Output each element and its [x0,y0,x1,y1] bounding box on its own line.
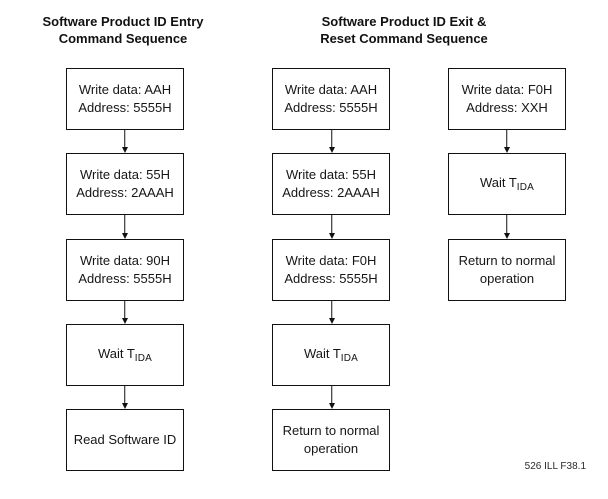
box-text-line1: Read Software ID [73,432,177,447]
box-text-line2: operation [303,441,359,456]
exit-step3-box: Write data: F0H Address: 5555H [272,239,390,301]
box-text-line2: operation [479,271,535,286]
wait-label: Wait T [479,175,517,190]
wait-subscript: IDA [516,182,535,193]
wait-label: Wait T [97,346,135,361]
box-text-line2: Address: 5555H [284,271,378,286]
wait-label: Wait T [303,346,341,361]
exit-step1-box: Write data: AAH Address: 5555H [272,68,390,130]
down-arrow-icon [327,215,336,239]
down-arrow-icon [502,130,511,153]
box-text-line1: Wait TIDA [480,174,534,194]
exit-title-line1: Software Product ID Exit & [321,14,487,29]
wait-subscript: IDA [134,353,153,364]
box-text-line2: Address: 2AAAH [76,185,174,200]
exit-reset-sequence-title: Software Product ID Exit & Reset Command… [293,13,515,47]
entry-step2-box: Write data: 55H Address: 2AAAH [66,153,184,215]
entry-sequence-title: Software Product ID Entry Command Sequen… [12,13,234,47]
box-text-line2: Address: 2AAAH [282,185,380,200]
entry-read-id-box: Read Software ID [66,409,184,471]
box-text-line1: Write data: AAH [78,82,172,97]
box-text-line1: Write data: 55H [79,167,171,182]
entry-wait-box: Wait TIDA [66,324,184,386]
box-text-line1: Write data: F0H [461,82,553,97]
down-arrow-icon [120,130,129,153]
exit-step2-box: Write data: 55H Address: 2AAAH [272,153,390,215]
box-text-line1: Write data: 55H [285,167,377,182]
down-arrow-icon [327,301,336,324]
box-text-line1: Wait TIDA [304,345,358,365]
entry-title-line2: Command Sequence [58,31,188,46]
box-text-line1: Return to normal [282,423,380,438]
wait-subscript: IDA [340,353,359,364]
box-text-line1: Write data: F0H [285,253,377,268]
box-text-line1: Write data: AAH [284,82,378,97]
box-text-line1: Write data: 90H [79,253,171,268]
entry-step3-box: Write data: 90H Address: 5555H [66,239,184,301]
down-arrow-icon [327,130,336,153]
box-text-line1: Wait TIDA [98,345,152,365]
exit-return-normal-box: Return to normal operation [272,409,390,471]
box-text-line2: Address: 5555H [284,100,378,115]
down-arrow-icon [327,386,336,409]
exit-wait-box: Wait TIDA [272,324,390,386]
figure-reference: 526 ILL F38.1 [524,461,586,472]
entry-title-line1: Software Product ID Entry [42,14,204,29]
box-text-line2: Address: 5555H [78,271,172,286]
reset-step1-box: Write data: F0H Address: XXH [448,68,566,130]
down-arrow-icon [120,301,129,324]
box-text-line2: Address: 5555H [78,100,172,115]
down-arrow-icon [120,386,129,409]
down-arrow-icon [120,215,129,239]
entry-step1-box: Write data: AAH Address: 5555H [66,68,184,130]
box-text-line2: Address: XXH [466,100,548,115]
box-text-line1: Return to normal [458,253,556,268]
reset-wait-box: Wait TIDA [448,153,566,215]
down-arrow-icon [502,215,511,239]
reset-return-normal-box: Return to normal operation [448,239,566,301]
exit-title-line2: Reset Command Sequence [320,31,488,46]
